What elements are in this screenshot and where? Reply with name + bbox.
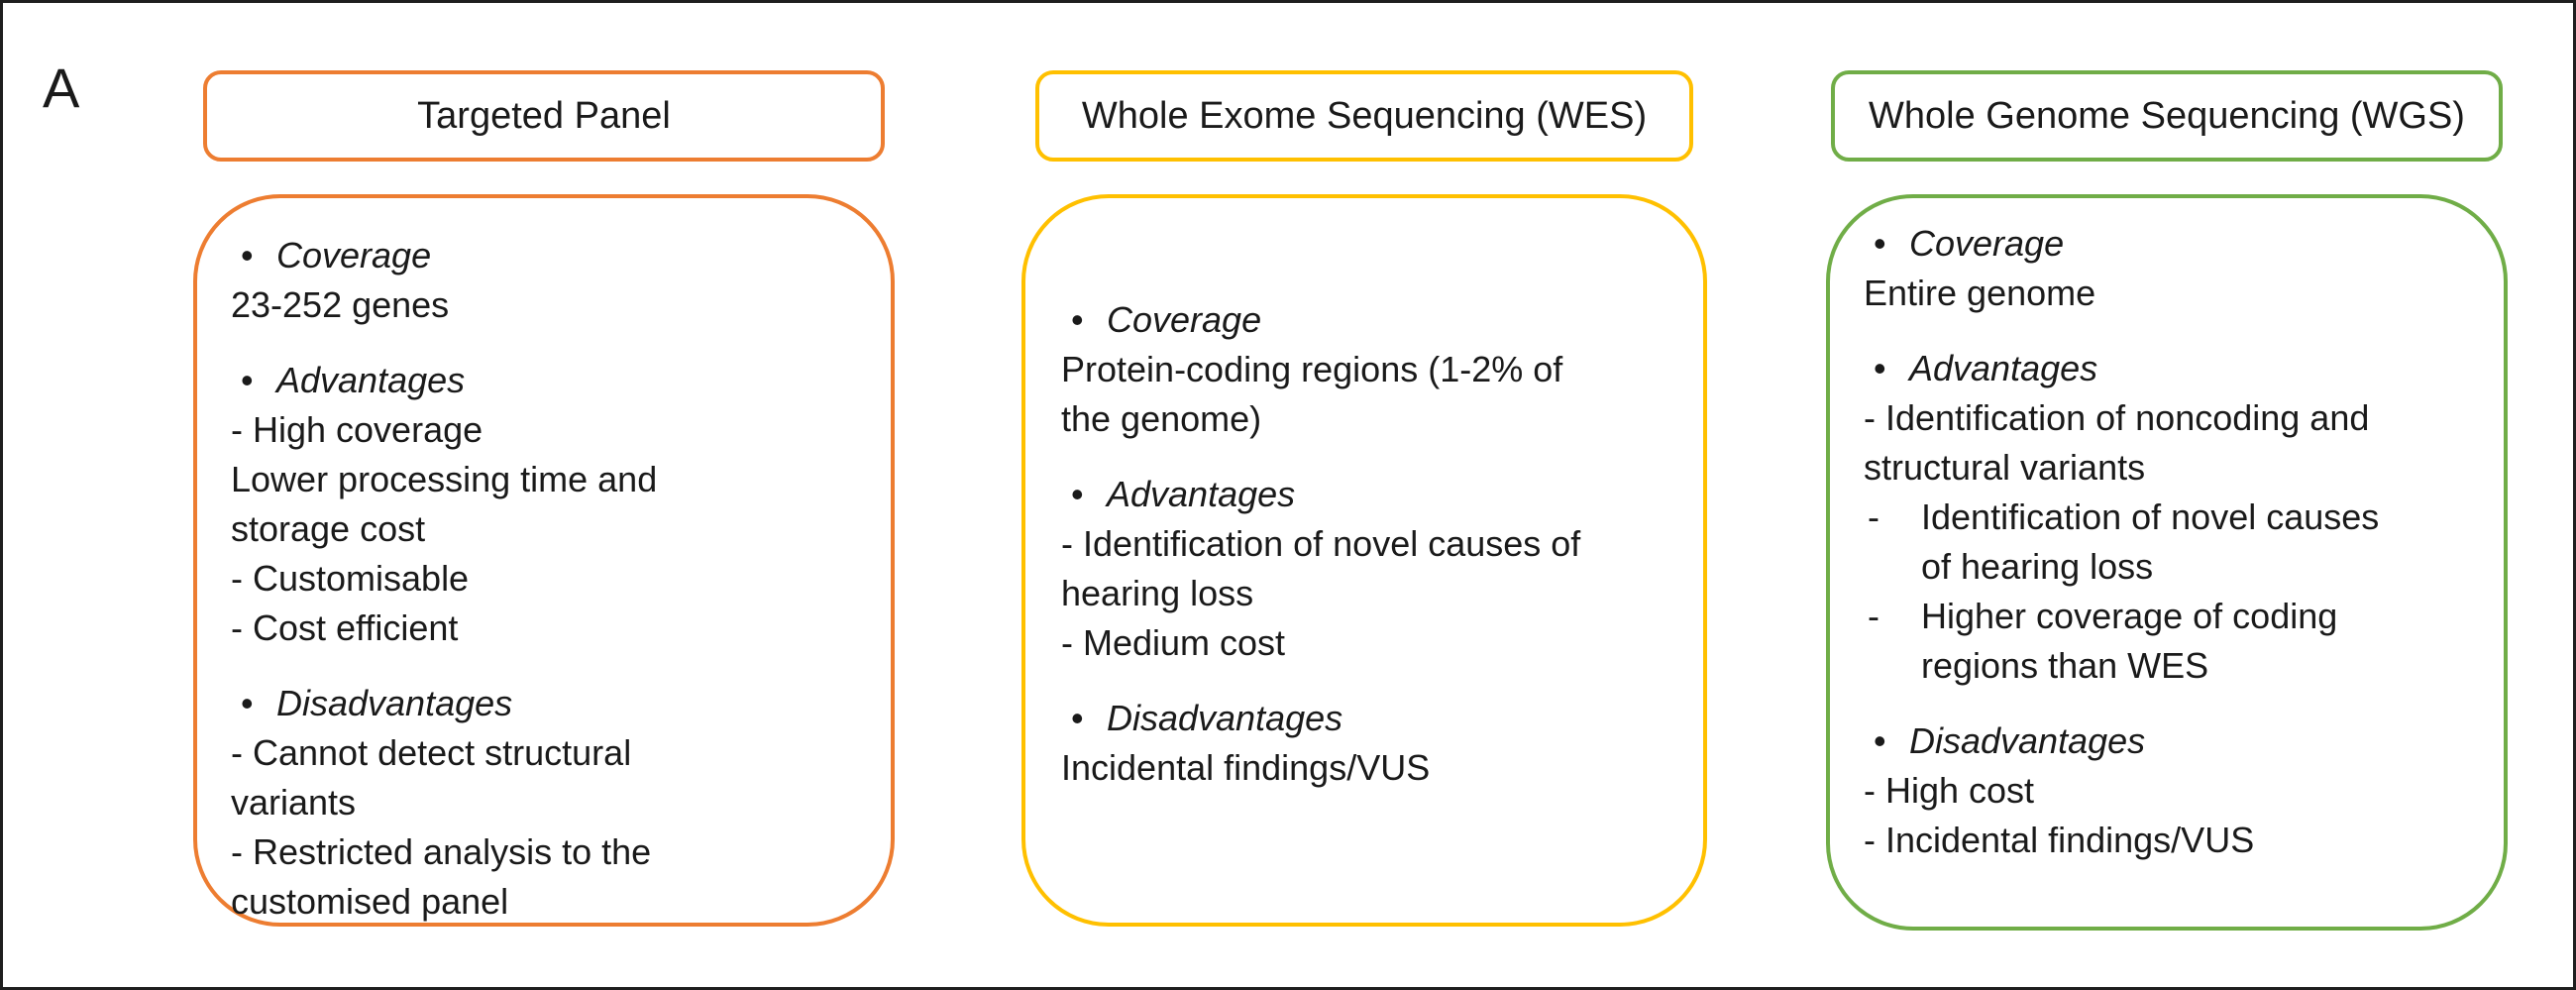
body-line-text: Identification of novel causes <box>1921 496 2380 537</box>
section-advantages: • Advantages - Identification of novel ca… <box>1061 470 1683 668</box>
body-line: - High cost <box>1864 770 2035 811</box>
section-heading-line: • Coverage <box>231 231 871 280</box>
section-heading-line: • Disadvantages <box>1864 716 2484 766</box>
section-heading: Disadvantages <box>1909 720 2146 761</box>
body-line: - Higher coverage of coding <box>1864 592 2484 641</box>
body-line: storage cost <box>231 508 426 549</box>
section-heading: Advantages <box>1909 348 2098 388</box>
body-line: of hearing loss <box>1921 546 2154 587</box>
body-line: regions than WES <box>1921 645 2209 686</box>
section-coverage: • Coverage 23-252 genes <box>231 231 871 330</box>
bullet-icon: • <box>1071 299 1084 340</box>
bullet-icon: • <box>241 360 254 400</box>
bullet-icon: • <box>1874 223 1886 264</box>
section-heading: Coverage <box>1107 299 1262 340</box>
body-line: structural variants <box>1864 447 2146 488</box>
section-heading-line: • Advantages <box>1864 344 2484 393</box>
details-wgs: • Coverage Entire genome • Advantages - Id… <box>1826 194 2508 931</box>
section-disadvantages: • Disadvantages - High cost - Incidental … <box>1864 716 2484 865</box>
body-line: 23-252 genes <box>231 284 450 325</box>
section-advantages: • Advantages - High coverage Lower proces… <box>231 356 871 653</box>
body-line: - Cost efficient <box>231 607 459 648</box>
figure-label: A <box>43 56 80 119</box>
bullet-icon: • <box>1874 348 1886 388</box>
body-line: - Identification of novel causes of <box>1061 523 1581 564</box>
body-line: - Incidental findings/VUS <box>1864 820 2255 860</box>
section-coverage: • Coverage Entire genome <box>1864 219 2484 318</box>
body-line: hearing loss <box>1061 573 1254 613</box>
body-line: - Medium cost <box>1061 622 1286 663</box>
body-line: - Customisable <box>231 558 470 599</box>
section-heading-line: • Advantages <box>1061 470 1683 519</box>
body-line-text: Higher coverage of coding <box>1921 596 2338 636</box>
column-targeted-panel: Targeted Panel • Coverage 23-252 genes • A… <box>193 70 895 927</box>
header-label: Whole Exome Sequencing (WES) <box>1081 94 1648 137</box>
header-wgs: Whole Genome Sequencing (WGS) <box>1831 70 2503 162</box>
bullet-icon: • <box>241 235 254 275</box>
body-line: Protein-coding regions (1-2% of <box>1061 349 1563 389</box>
bullet-icon: • <box>1071 698 1084 738</box>
header-targeted-panel: Targeted Panel <box>203 70 885 162</box>
section-heading: Disadvantages <box>1107 698 1343 738</box>
body-line: - Identification of novel causes <box>1864 493 2484 542</box>
bullet-icon: • <box>1071 474 1084 514</box>
body-line: - Cannot detect structural <box>231 732 632 773</box>
bullet-icon: • <box>1874 720 1886 761</box>
section-heading-line: • Coverage <box>1061 295 1683 345</box>
header-wes: Whole Exome Sequencing (WES) <box>1035 70 1693 162</box>
body-line: - Identification of noncoding and <box>1864 397 2370 438</box>
body-line: customised panel <box>231 881 509 922</box>
section-heading: Coverage <box>1909 223 2065 264</box>
header-label: Whole Genome Sequencing (WGS) <box>1869 94 2465 137</box>
section-heading-line: • Disadvantages <box>231 679 871 728</box>
bullet-icon: • <box>241 683 254 723</box>
body-line: Lower processing time and <box>231 459 658 499</box>
details-wes: • Coverage Protein-coding regions (1-2% o… <box>1021 194 1707 927</box>
section-heading: Advantages <box>1107 474 1296 514</box>
section-coverage: • Coverage Protein-coding regions (1-2% o… <box>1061 295 1683 444</box>
section-heading: Advantages <box>276 360 466 400</box>
body-line: Entire genome <box>1864 273 2096 313</box>
body-line: the genome) <box>1061 398 1262 439</box>
body-line: variants <box>231 782 357 823</box>
body-line: Incidental findings/VUS <box>1061 747 1431 788</box>
section-heading-line: • Disadvantages <box>1061 694 1683 743</box>
section-advantages: • Advantages - Identification of noncodin… <box>1864 344 2484 691</box>
section-disadvantages: • Disadvantages Incidental findings/VUS <box>1061 694 1683 793</box>
column-wes: Whole Exome Sequencing (WES) • Coverage P… <box>1021 70 1707 927</box>
body-line: - High coverage <box>231 409 483 450</box>
header-label: Targeted Panel <box>417 94 671 137</box>
dash-icon: - <box>1868 596 1879 636</box>
body-line: - Restricted analysis to the <box>231 831 652 872</box>
section-heading-line: • Coverage <box>1864 219 2484 269</box>
column-wgs: Whole Genome Sequencing (WGS) • Coverage … <box>1826 70 2508 931</box>
section-heading: Disadvantages <box>276 683 513 723</box>
dash-icon: - <box>1868 496 1879 537</box>
section-disadvantages: • Disadvantages - Cannot detect structura… <box>231 679 871 927</box>
section-heading-line: • Advantages <box>231 356 871 405</box>
section-heading: Coverage <box>276 235 432 275</box>
details-targeted-panel: • Coverage 23-252 genes • Advantages - Hig… <box>193 194 895 927</box>
